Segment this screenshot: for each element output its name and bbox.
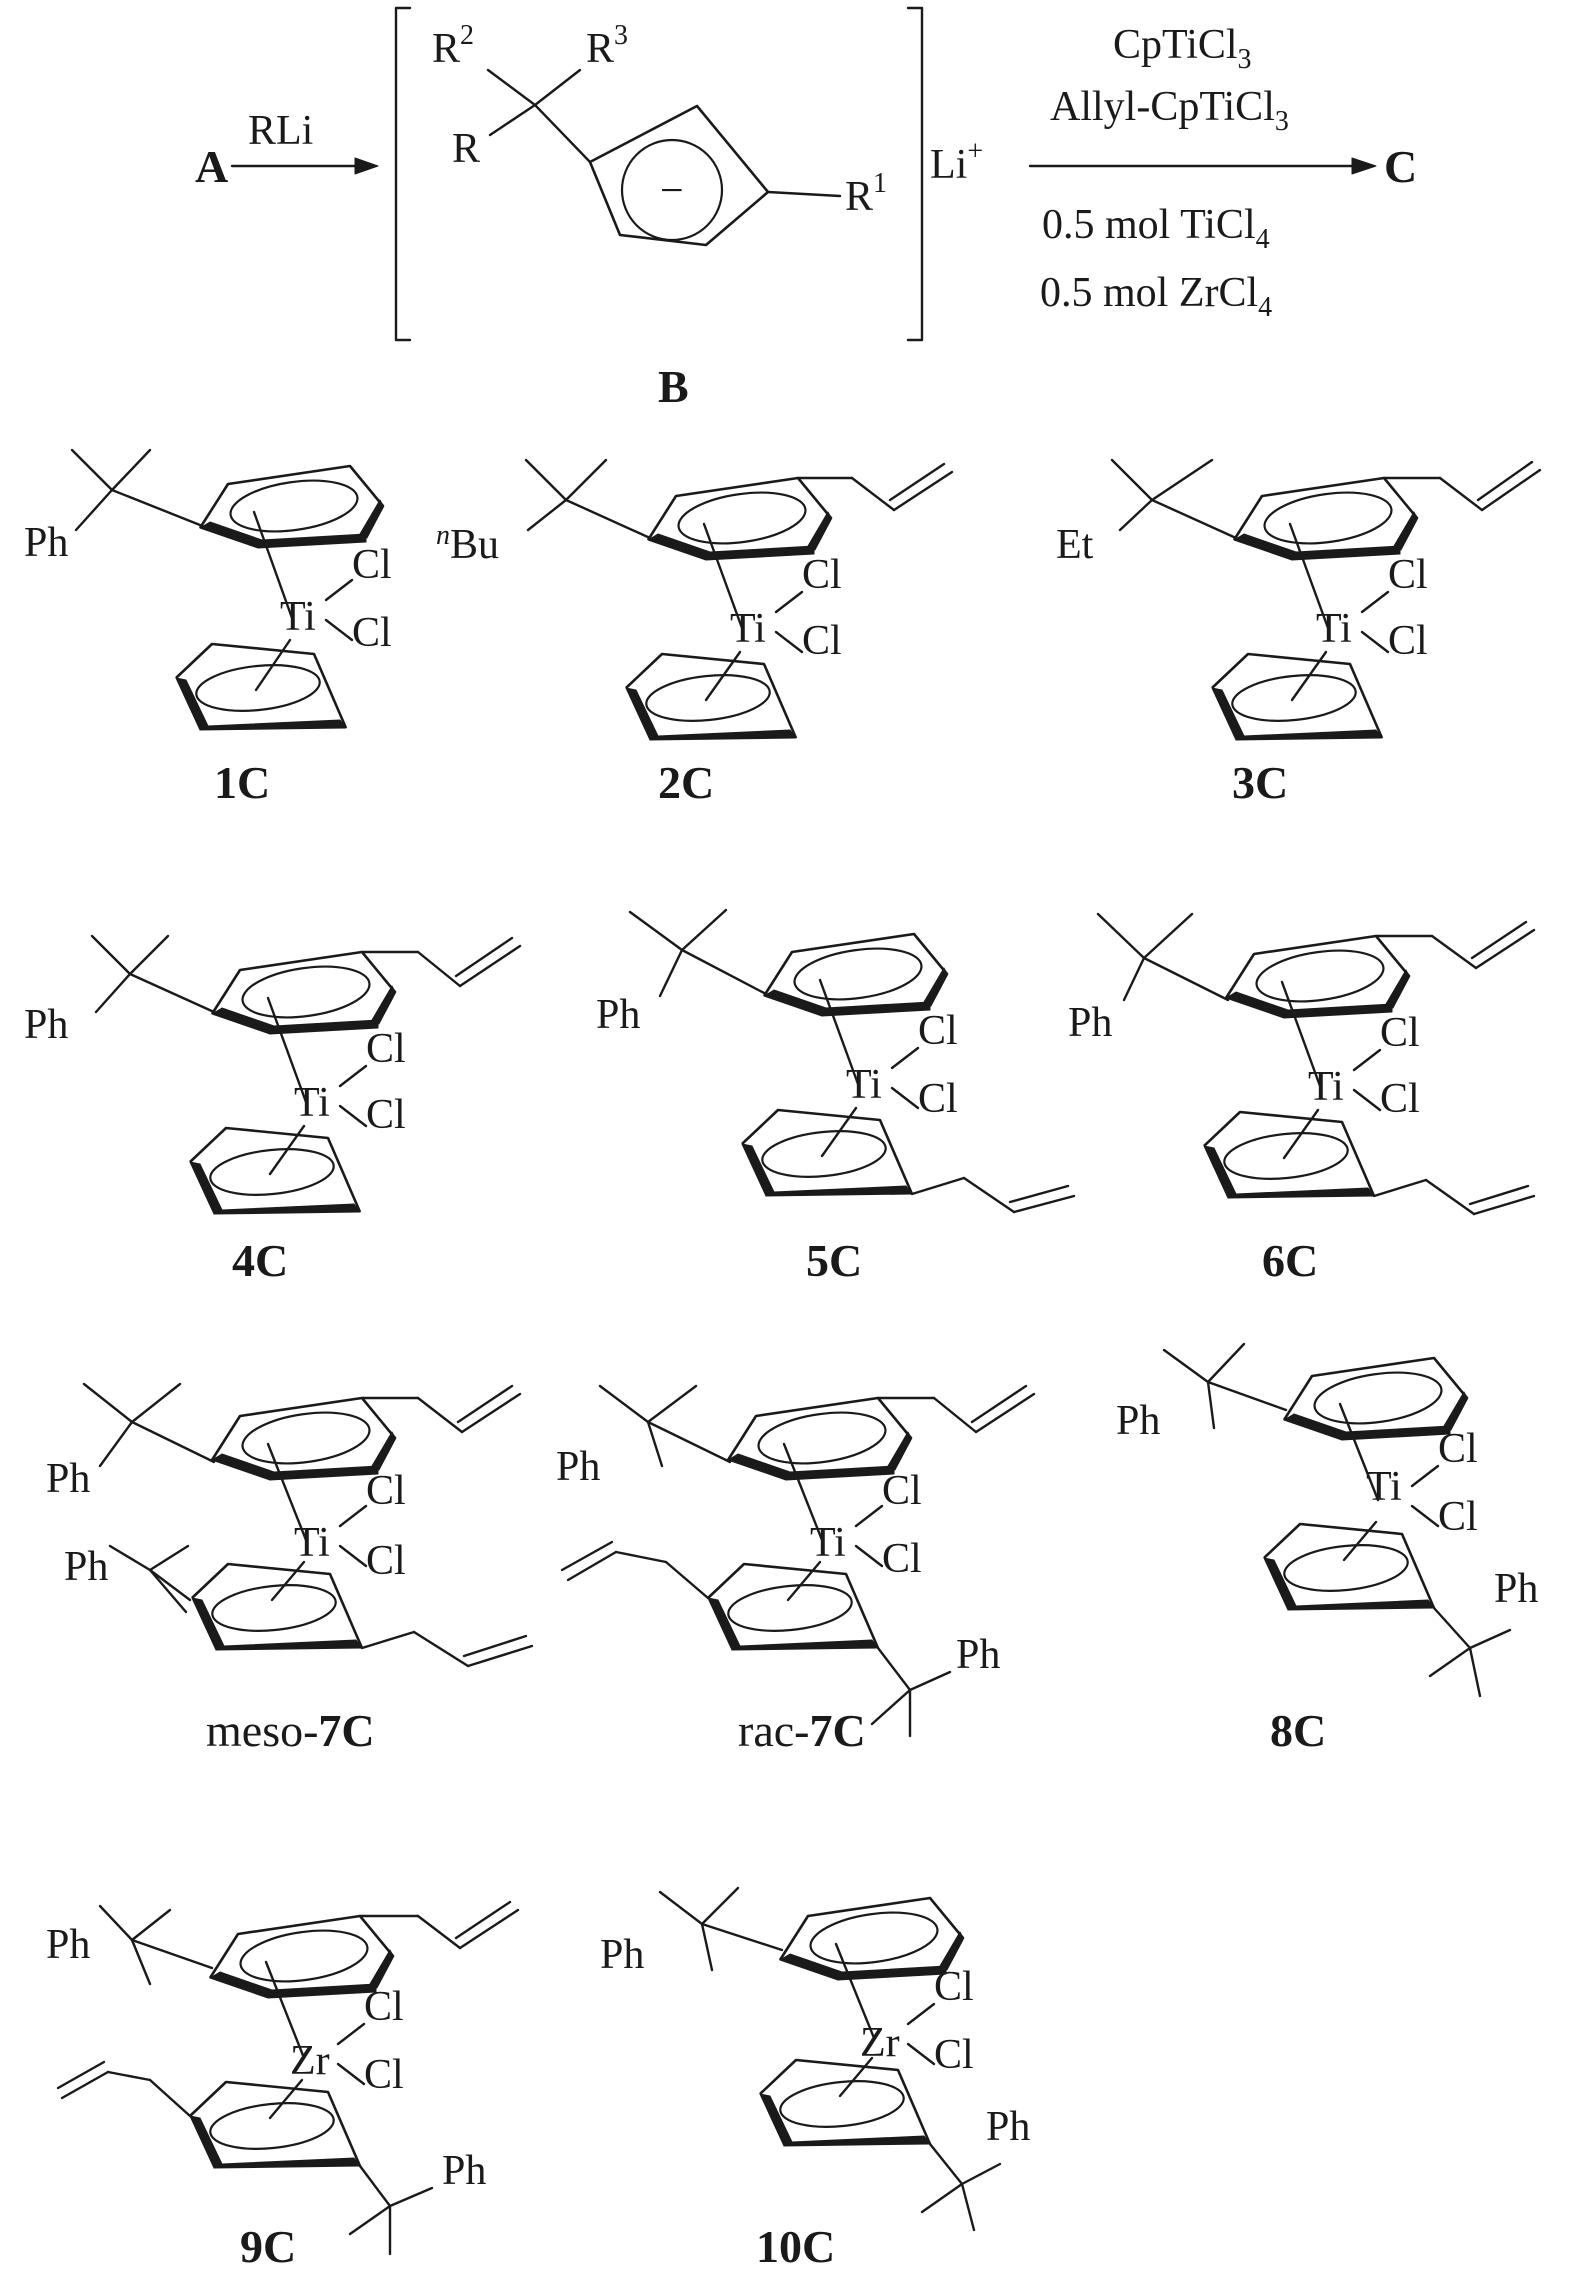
reagent-label: RLi — [248, 108, 313, 154]
compound-label-5C: 5C — [806, 1235, 862, 1286]
compound-rac-7C — [560, 1384, 1036, 1738]
4C-ph: Ph — [24, 1002, 68, 1048]
intermediate-label: B — [658, 361, 689, 412]
4C-cl-1: Cl — [366, 1026, 406, 1072]
1C-ti: Ti — [280, 594, 316, 640]
arrow-1-head — [354, 157, 379, 175]
6C-cl-2: Cl — [1380, 1076, 1420, 1122]
intermediate-b-structure: − — [486, 68, 842, 247]
compound-label-3C: 3C — [1232, 757, 1288, 808]
compound-label-2C: 2C — [658, 757, 714, 808]
rac-7C-cl-2: Cl — [882, 1536, 922, 1582]
product-label: C — [1384, 141, 1417, 192]
compound-label-9C: 9C — [240, 2221, 296, 2272]
9C-ph-1: Ph — [46, 1922, 90, 1968]
compound-label-meso-7C: meso-7C — [206, 1705, 375, 1756]
compound-4C — [90, 934, 522, 1216]
2C-cl-2: Cl — [802, 618, 842, 664]
rac-7C-ti: Ti — [810, 1520, 846, 1566]
compound-2C — [524, 458, 954, 742]
5C-cl-2: Cl — [918, 1076, 958, 1122]
9C-cl-2: Cl — [364, 2052, 404, 2098]
8C-cl-2: Cl — [1438, 1494, 1478, 1540]
rac-7C-cl-1: Cl — [882, 1468, 922, 1514]
compound-label-10C: 10C — [756, 2221, 835, 2272]
8C-ph-1: Ph — [1116, 1398, 1160, 1444]
9C-ph-2: Ph — [442, 2148, 486, 2194]
reaction-header: A RLi − R2 R3 R R1 Li+ B CpTiCl3 Allyl-C… — [195, 6, 1417, 412]
compound-label-rac-7C: rac-7C — [738, 1705, 866, 1756]
1C-cl-2: Cl — [352, 610, 392, 656]
8C-ph-2: Ph — [1494, 1566, 1538, 1612]
r-label: R — [452, 126, 480, 172]
meso-7C-ph-2: Ph — [64, 1544, 108, 1590]
compound-label-6C: 6C — [1262, 1235, 1318, 1286]
1C-cl-1: Cl — [352, 542, 392, 588]
10C-ph-2: Ph — [986, 2104, 1030, 2150]
2C-ti: Ti — [730, 606, 766, 652]
4C-cl-2: Cl — [366, 1092, 406, 1138]
right-bracket — [906, 6, 924, 342]
meso-7C-cl-2: Cl — [366, 1538, 406, 1584]
meso-7C-cl-1: Cl — [366, 1468, 406, 1514]
compound-8C — [1162, 1342, 1512, 1698]
condition-4: 0.5 mol ZrCl4 — [1040, 270, 1272, 323]
5C-ti: Ti — [846, 1062, 882, 1108]
3C-ti: Ti — [1316, 606, 1352, 652]
compound-label-8C: 8C — [1270, 1705, 1326, 1756]
6C-ti: Ti — [1308, 1064, 1344, 1110]
r2-label: R2 — [432, 20, 474, 72]
condition-3: 0.5 mol TiCl4 — [1042, 202, 1270, 255]
5C-ph: Ph — [596, 992, 640, 1038]
10C-cl-2: Cl — [934, 2032, 974, 2078]
4C-ti: Ti — [294, 1080, 330, 1126]
left-bracket — [394, 6, 412, 342]
compound-9C — [56, 1900, 520, 2256]
3C-cl-2: Cl — [1388, 618, 1428, 664]
condition-2: Allyl-CpTiCl3 — [1050, 84, 1289, 137]
10C-ph-1: Ph — [600, 1932, 644, 1978]
8C-cl-1: Cl — [1438, 1426, 1478, 1472]
compound-6C — [1096, 912, 1536, 1216]
6C-ph: Ph — [1068, 1000, 1112, 1046]
9C-zr: Zr — [290, 2038, 330, 2084]
compound-3C — [1110, 458, 1542, 742]
r3-label: R3 — [586, 20, 628, 72]
arrow-2-head — [1351, 157, 1377, 175]
3C-cl-1: Cl — [1388, 552, 1428, 598]
2C-nbu: nBu — [436, 520, 499, 568]
rac-7C-ph-2: Ph — [956, 1632, 1000, 1678]
compound-meso-7C — [82, 1382, 534, 1668]
compound-1C — [70, 448, 385, 732]
meso-7C-ti: Ti — [294, 1520, 330, 1566]
compound-10C — [658, 1886, 1002, 2232]
meso-7C-ph-1: Ph — [46, 1456, 90, 1502]
10C-cl-1: Cl — [934, 1964, 974, 2010]
compound-5C — [628, 908, 1076, 1214]
5C-cl-1: Cl — [918, 1008, 958, 1054]
reactant-label: A — [195, 141, 228, 192]
2C-cl-1: Cl — [802, 552, 842, 598]
8C-ti: Ti — [1366, 1464, 1402, 1510]
counterion-label: Li+ — [930, 136, 983, 188]
compound-label-1C: 1C — [214, 757, 270, 808]
9C-cl-1: Cl — [364, 1984, 404, 2030]
10C-zr: Zr — [860, 2020, 900, 2066]
condition-1: CpTiCl3 — [1113, 22, 1252, 75]
rac-7C-ph-1: Ph — [556, 1444, 600, 1490]
r1-label: R1 — [845, 168, 887, 220]
compound-label-4C: 4C — [232, 1235, 288, 1286]
1C-ph: Ph — [24, 520, 68, 566]
6C-cl-1: Cl — [1380, 1010, 1420, 1056]
3C-et: Et — [1056, 522, 1094, 568]
anion-charge: − — [660, 168, 684, 214]
